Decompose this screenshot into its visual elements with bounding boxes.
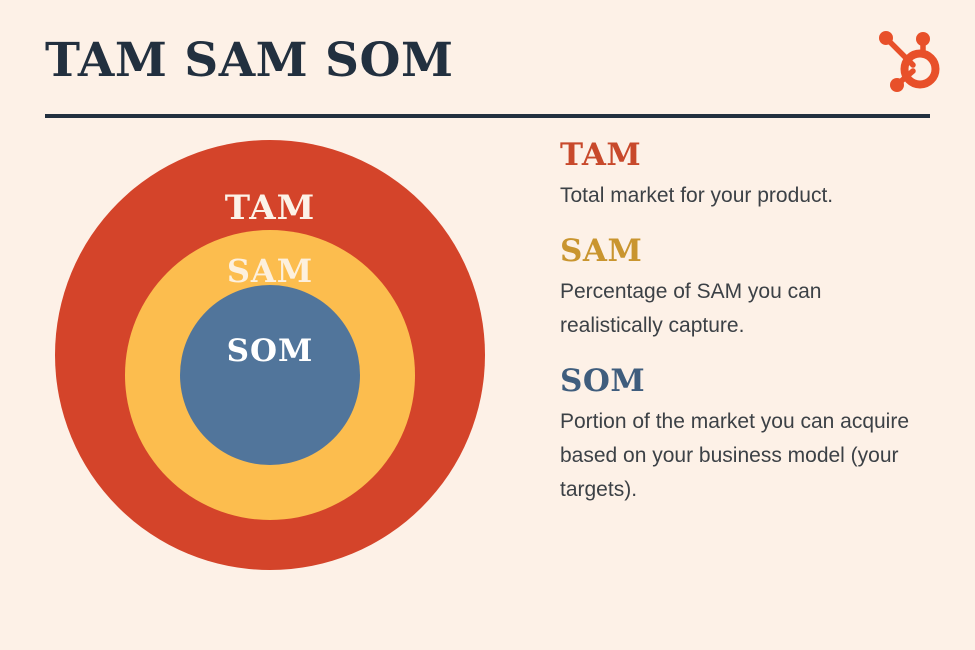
definition-heading-tam: TAM [560, 137, 642, 173]
ring-label-som: SOM [226, 333, 314, 369]
title-divider [45, 114, 930, 118]
hubspot-sprocket-icon [873, 27, 945, 99]
ring-som: SOM [180, 285, 360, 465]
definition-heading-som: SOM [560, 363, 646, 399]
ring-label-sam: SAM [226, 252, 314, 290]
definition-som: SOM Portion of the market you can acquir… [560, 361, 940, 507]
page-title: TAM SAM SOM [45, 33, 454, 88]
ring-sam: SAM [125, 230, 415, 520]
definition-body-sam: Percentage of SAM you can realistically … [560, 280, 822, 337]
definition-sam: SAM Percentage of SAM you can realistica… [560, 231, 940, 343]
definitions-list: TAM Total market for your product. SAM P… [560, 135, 940, 525]
definition-tam: TAM Total market for your product. [560, 135, 940, 213]
tam-sam-som-diagram: TAM SAM SOM [55, 140, 485, 570]
ring-label-tam: TAM [224, 188, 316, 228]
definition-body-tam: Total market for your product. [560, 184, 834, 207]
definition-heading-sam: SAM [560, 233, 643, 269]
definition-body-som: Portion of the market you can acquire ba… [560, 410, 910, 501]
header: TAM SAM SOM [45, 32, 930, 118]
